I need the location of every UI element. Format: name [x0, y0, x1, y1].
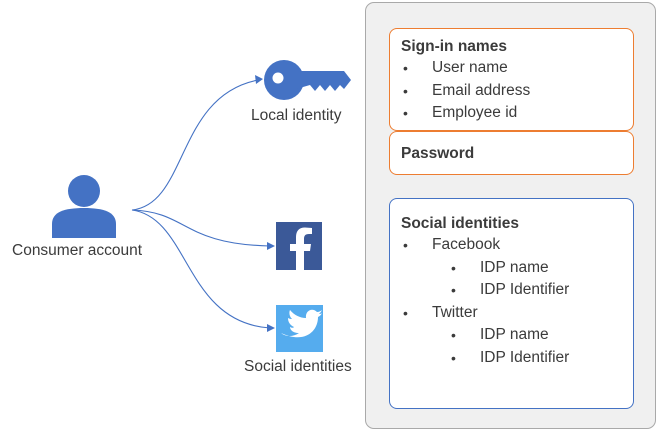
provider-item: • Facebook • IDP name • IDP Identifier: [401, 234, 633, 302]
sign-in-name: Email address: [432, 81, 531, 99]
connector-to-twitter: [131, 209, 271, 329]
social-identities-box: Social identities • Facebook • IDP name • I…: [389, 198, 634, 409]
social-identities-label: Social identities: [244, 358, 352, 375]
arrowhead-twitter: [267, 324, 275, 332]
provider-name: Twitter: [432, 303, 478, 321]
provider-attribute: IDP Identifier: [480, 348, 570, 366]
sign-in-names-box: Sign-in names • User name • Email address …: [389, 28, 634, 131]
password-title: Password: [401, 145, 475, 162]
social-identities-title: Social identities: [401, 215, 520, 232]
social-providers-list: • Facebook • IDP name • IDP Identifier • Twi…: [401, 234, 633, 369]
connector-to-facebook: [131, 209, 271, 247]
sign-in-names-title: Sign-in names: [401, 38, 507, 55]
user-icon: [52, 175, 116, 238]
local-identity-label: Local identity: [251, 107, 342, 124]
arrowhead-local: [255, 75, 263, 84]
sign-in-names-list: • User name • Email address • Employee id: [401, 57, 633, 125]
list-item: • IDP name: [401, 324, 633, 347]
key-icon: [264, 60, 351, 100]
sign-in-name: Employee id: [432, 104, 518, 121]
twitter-icon: [276, 305, 323, 352]
provider-item: • Twitter • IDP name • IDP Identifier: [401, 302, 633, 370]
provider-name: Facebook: [432, 236, 501, 253]
bullet: •: [451, 259, 456, 276]
bullet: •: [403, 237, 408, 253]
bullet: •: [403, 60, 408, 76]
bullet: •: [451, 349, 456, 366]
provider-attribute: IDP Identifier: [480, 281, 570, 298]
provider-attribute: IDP name: [480, 258, 549, 276]
provider-attributes: • IDP name • IDP Identifier: [432, 324, 633, 369]
list-item: • IDP name: [401, 257, 633, 280]
consumer-account-label: Consumer account: [12, 242, 143, 259]
consumer-account-panel: Sign-in names • User name • Email address …: [365, 2, 656, 429]
list-item: • IDP Identifier: [401, 347, 633, 370]
password-box: Password: [389, 131, 634, 175]
bullet: •: [403, 82, 408, 99]
arrowhead-facebook: [267, 242, 275, 250]
connectors: [131, 79, 271, 329]
list-item: • Employee id: [401, 102, 633, 125]
bullet: •: [403, 304, 408, 321]
list-item: • User name: [401, 57, 633, 80]
bullet: •: [451, 282, 456, 298]
bullet: •: [451, 327, 456, 343]
list-item: • Email address: [401, 80, 633, 103]
bullet: •: [403, 105, 408, 121]
facebook-icon: [276, 222, 322, 270]
connector-arrowheads: [255, 75, 275, 332]
connector-to-local-identity: [131, 79, 259, 211]
list-item: • IDP Identifier: [401, 279, 633, 302]
provider-attribute: IDP name: [480, 326, 549, 343]
sign-in-name: User name: [432, 59, 508, 76]
provider-attributes: • IDP name • IDP Identifier: [432, 257, 633, 302]
